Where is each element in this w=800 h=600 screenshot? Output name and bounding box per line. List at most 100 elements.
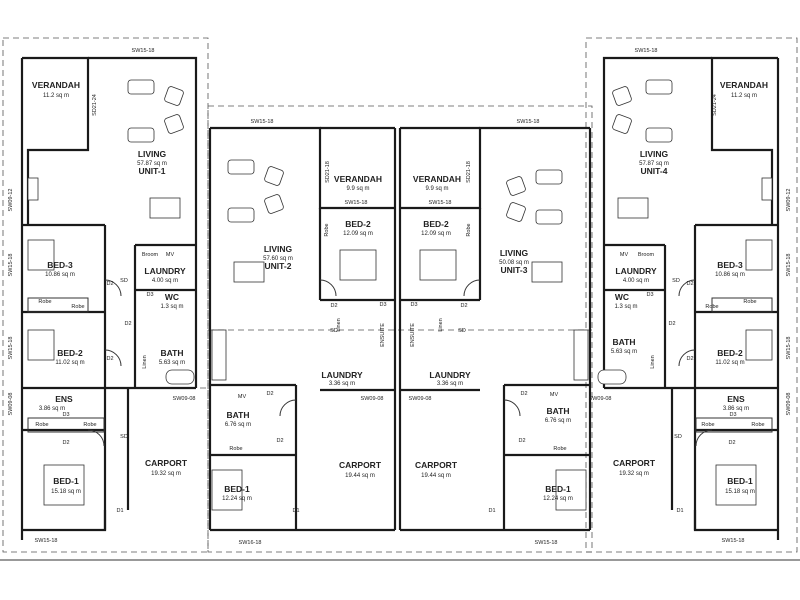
window-tag: SW15-18 <box>132 48 155 54</box>
robe-label: Robe <box>701 422 714 428</box>
room-area: 3.36 sq m <box>437 381 463 387</box>
door-label: D1 <box>292 508 299 514</box>
sd-label: SD <box>120 278 128 284</box>
robe-label: Robe <box>705 304 718 310</box>
window-tag: SW15-18 <box>535 540 558 546</box>
room-labels: VERANDAH 11.2 sq m LIVING 57.87 sq m UNI… <box>32 80 768 502</box>
door-label: D2 <box>124 321 131 327</box>
mv-label: MV <box>620 252 629 258</box>
door-label: D3 <box>646 292 653 298</box>
room-area: 11.2 sq m <box>43 93 69 99</box>
unit-label: UNIT-4 <box>641 166 668 176</box>
robe-label: Robe <box>38 299 51 305</box>
window-tag: SW09-08 <box>589 396 612 402</box>
window-tag: SW15-18 <box>251 119 274 125</box>
unit-label: UNIT-3 <box>501 265 528 275</box>
window-tag: SW09-08 <box>786 393 792 416</box>
door-tag: SD21-24 <box>712 94 718 116</box>
unit2-walls <box>208 126 397 532</box>
room-area: 11.2 sq m <box>731 93 757 99</box>
room-name: LIVING <box>264 244 293 254</box>
unit-label: UNIT-1 <box>139 166 166 176</box>
door-label: D2 <box>686 356 693 362</box>
robe-label: Robe <box>35 422 48 428</box>
room-area: 15.18 sq m <box>725 489 755 495</box>
room-name: BED-1 <box>53 476 79 486</box>
window-tag: SW15-18 <box>8 337 14 360</box>
robe-label: Robe <box>553 446 566 452</box>
window-tag: SW09-08 <box>361 396 384 402</box>
window-tag: SW15-18 <box>786 254 792 277</box>
room-area: 19.44 sq m <box>345 473 375 479</box>
room-name: LAUNDRY <box>144 266 186 276</box>
door-label: D3 <box>729 412 736 418</box>
room-name: LAUNDRY <box>429 370 471 380</box>
door-tag: SD21-18 <box>325 161 331 183</box>
door-label: D2 <box>686 281 693 287</box>
window-tag: SW09-08 <box>409 396 432 402</box>
room-area: 15.18 sq m <box>51 489 81 495</box>
room-area: 57.87 sq m <box>137 161 167 167</box>
room-name: LAUNDRY <box>615 266 657 276</box>
room-area: 10.86 sq m <box>715 272 745 278</box>
door-label: D1 <box>676 508 683 514</box>
room-name: LIVING <box>500 248 529 258</box>
door-label: D2 <box>62 440 69 446</box>
unit3-walls <box>398 126 592 532</box>
window-tag: SW16-18 <box>239 540 262 546</box>
window-tag: SW09-08 <box>173 396 196 402</box>
window-tag: SW15-18 <box>635 48 658 54</box>
unit1-walls <box>20 56 198 540</box>
robe-label: Robe <box>466 223 472 236</box>
room-name: BED-2 <box>717 348 743 358</box>
room-area: 9.9 sq m <box>425 186 448 192</box>
room-area: 9.9 sq m <box>346 186 369 192</box>
room-area: 12.24 sq m <box>543 496 573 502</box>
door-label: D3 <box>146 292 153 298</box>
sd-label: SD <box>458 328 466 334</box>
window-tag: SW09-08 <box>8 393 14 416</box>
room-area: 57.60 sq m <box>263 256 293 262</box>
room-name: CARPORT <box>415 460 458 470</box>
door-label: D1 <box>488 508 495 514</box>
room-area: 6.76 sq m <box>225 422 251 428</box>
room-area: 12.09 sq m <box>421 231 451 237</box>
furniture <box>27 79 773 511</box>
room-area: 3.86 sq m <box>723 406 749 412</box>
room-area: 19.32 sq m <box>151 471 181 477</box>
room-area: 1.3 sq m <box>160 304 183 310</box>
room-area: 5.63 sq m <box>611 349 637 355</box>
sd-label: SD <box>674 434 682 440</box>
door-label: D3 <box>379 302 386 308</box>
robe-label: Robe <box>751 422 764 428</box>
room-name: BED-1 <box>545 484 571 494</box>
room-name: VERANDAH <box>334 174 382 184</box>
room-name: CARPORT <box>613 458 656 468</box>
room-name: BED-2 <box>423 219 449 229</box>
room-area: 12.09 sq m <box>343 231 373 237</box>
room-name: BATH <box>227 410 250 420</box>
room-name: LIVING <box>640 149 669 159</box>
room-area: 19.32 sq m <box>619 471 649 477</box>
room-name: CARPORT <box>145 458 188 468</box>
broom-label: Broom <box>638 252 655 258</box>
room-name: WC <box>615 292 629 302</box>
door-label: D1 <box>116 508 123 514</box>
linen-label: Linen <box>650 355 656 368</box>
door-label: D2 <box>330 303 337 309</box>
misc-labels: Robe Robe Robe Robe Robe Robe Robe Robe … <box>35 223 764 514</box>
ensuite-label: ENSUITE <box>380 323 386 347</box>
linen-label: Linen <box>142 355 148 368</box>
window-tag: SW15-18 <box>786 337 792 360</box>
room-area: 1.3 sq m <box>614 304 637 310</box>
door-label: D2 <box>266 391 273 397</box>
door-swings <box>87 279 713 447</box>
mv-label: MV <box>550 392 559 398</box>
room-area: 11.02 sq m <box>55 360 84 366</box>
mv-label: MV <box>238 394 247 400</box>
window-tag: SW15-18 <box>429 200 452 206</box>
room-name: BED-2 <box>57 348 83 358</box>
room-name: VERANDAH <box>413 174 461 184</box>
window-tag: SW15-18 <box>722 538 745 544</box>
